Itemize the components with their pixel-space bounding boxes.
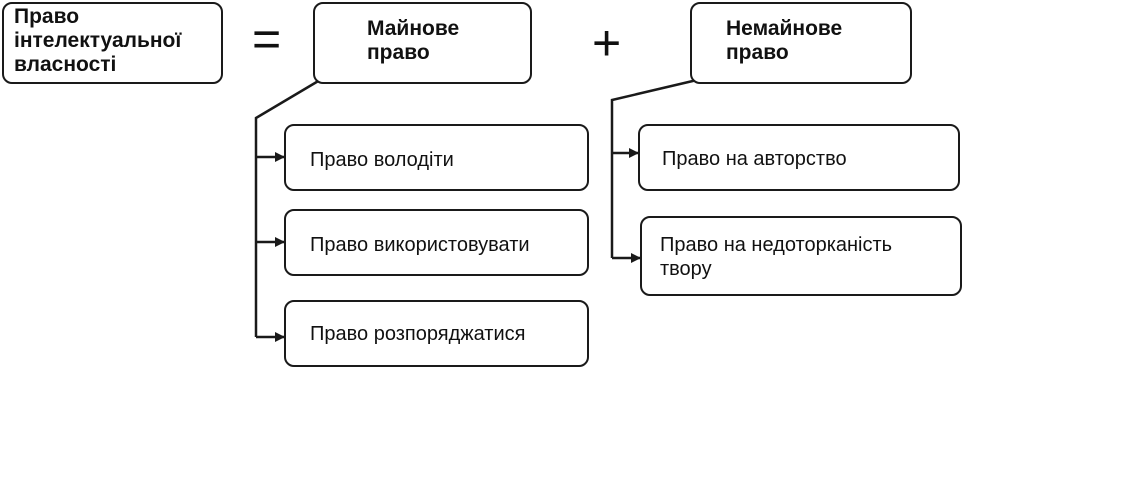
- right-to-inviolability-line-1: Право на недоторканість: [660, 234, 893, 256]
- right-to-authorship-box: Право на авторство: [638, 124, 960, 191]
- ip-right-box: Право інтелектуальної власності: [2, 2, 223, 84]
- right-to-dispose-label: Право розпоряджатися: [310, 323, 526, 345]
- nonproperty-right-line-1: Немайнове: [726, 17, 843, 40]
- equals-sign: =: [252, 11, 282, 67]
- right-to-possess-label: Право володіти: [310, 149, 454, 171]
- property-right-box: Майнове право: [313, 2, 532, 84]
- nonproperty-right-line-2: право: [726, 41, 789, 64]
- ip-right-line-1: Право: [14, 5, 80, 28]
- right-to-use-label: Право використовувати: [310, 234, 530, 256]
- plus-sign: +: [592, 15, 622, 71]
- nonproperty-right-box: Немайнове право: [690, 2, 912, 84]
- right-to-authorship-label: Право на авторство: [662, 148, 847, 170]
- right-to-possess-box: Право володіти: [284, 124, 589, 191]
- right-to-inviolability-line-2: твору: [660, 258, 712, 280]
- property-right-line-1: Майнове: [367, 17, 460, 40]
- ip-right-line-2: інтелектуальної: [14, 29, 182, 52]
- property-trunk-line: [254, 78, 321, 337]
- right-to-dispose-box: Право розпоряджатися: [284, 300, 589, 367]
- nonproperty-trunk-line: [610, 78, 698, 258]
- right-to-inviolability-box: Право на недоторканість твору: [640, 216, 962, 296]
- property-right-line-2: право: [367, 41, 430, 64]
- ip-right-line-3: власності: [14, 53, 117, 76]
- right-to-use-box: Право використовувати: [284, 209, 589, 276]
